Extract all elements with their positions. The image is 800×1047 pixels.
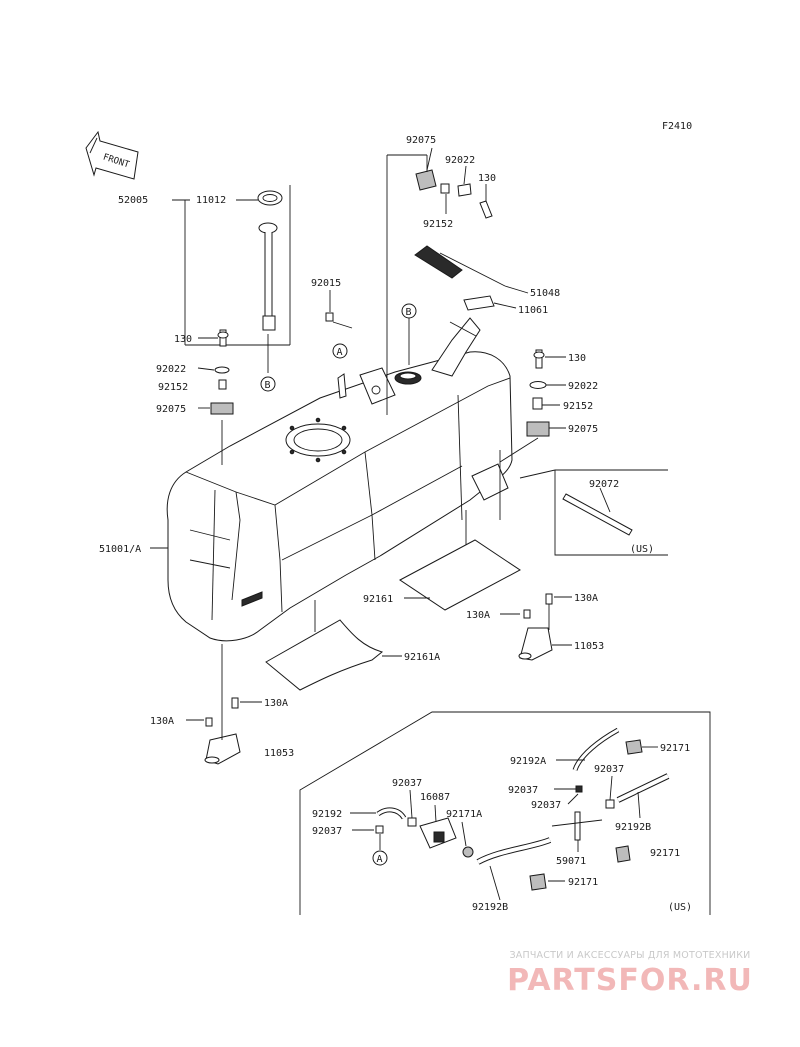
label-92171a: 92171A xyxy=(446,809,482,820)
part-labels: 52005 11012 92075 92022 130 92152 51048 … xyxy=(99,135,692,913)
grommet-92015 xyxy=(325,312,353,329)
label-92075-right: 92075 xyxy=(568,424,598,435)
label-92075-left: 92075 xyxy=(156,404,186,415)
label-92171-b: 92171 xyxy=(650,848,680,859)
label-130-left: 130 xyxy=(174,334,192,345)
svg-text:B: B xyxy=(265,380,271,391)
watermark: ЗАПЧАСТИ И АКСЕССУАРЫ ДЛЯ МОТОТЕХНИКИ PA… xyxy=(470,950,790,998)
label-130a-low2: 130A xyxy=(150,716,174,727)
label-51048: 51048 xyxy=(530,288,560,299)
label-92037-d: 92037 xyxy=(531,800,561,811)
label-92152: 92152 xyxy=(423,219,453,230)
label-92192b-low: 92192B xyxy=(472,902,508,913)
svg-text:A: A xyxy=(377,854,383,865)
callout-b-left: B xyxy=(260,376,276,392)
callout-b-top: B xyxy=(401,303,417,365)
label-16087: 16087 xyxy=(420,792,450,803)
label-92022: 92022 xyxy=(445,155,475,166)
label-130: 130 xyxy=(478,173,496,184)
label-92037-b: 92037 xyxy=(508,785,538,796)
label-92152-right: 92152 xyxy=(563,401,593,412)
label-11053-left: 11053 xyxy=(264,748,294,759)
label-51001-a: 51001/A xyxy=(99,544,141,555)
breather-tube xyxy=(414,245,506,311)
label-92152-left: 92152 xyxy=(158,382,188,393)
label-130-right: 130 xyxy=(568,353,586,364)
label-92192: 92192 xyxy=(312,809,342,820)
label-92037-c: 92037 xyxy=(594,764,624,775)
svg-text:B: B xyxy=(406,307,412,318)
fuel-level-sender xyxy=(172,185,291,373)
label-92161a: 92161A xyxy=(404,652,440,663)
leader-lines xyxy=(150,147,658,901)
label-92022-left: 92022 xyxy=(156,364,186,375)
label-92037-e: 92037 xyxy=(312,826,342,837)
fuel-tank xyxy=(166,317,513,642)
label-us-strap: (US) xyxy=(630,544,654,555)
label-92015: 92015 xyxy=(311,278,341,289)
left-mount-hardware xyxy=(210,329,234,465)
label-11012: 11012 xyxy=(196,195,226,206)
tank-pad-92161 xyxy=(399,510,521,611)
label-11061: 11061 xyxy=(518,305,548,316)
bracket-right-11053 xyxy=(518,593,553,661)
label-92171-a: 92171 xyxy=(660,743,690,754)
label-92072: 92072 xyxy=(589,479,619,490)
label-130a-mid2: 130A xyxy=(574,593,598,604)
top-mount-hardware xyxy=(386,154,493,415)
label-us-hoses: (US) xyxy=(668,902,692,913)
label-92192b-right: 92192B xyxy=(615,822,651,833)
label-130a-low: 130A xyxy=(264,698,288,709)
front-arrow-icon: FRONT xyxy=(85,130,139,180)
label-130a-mid: 130A xyxy=(466,610,490,621)
label-11053-right: 11053 xyxy=(574,641,604,652)
tank-pad-92161A xyxy=(265,600,384,691)
watermark-brand: PARTSFOR.RU xyxy=(507,963,753,998)
us-strap-inset xyxy=(519,469,668,556)
bracket-left-11053 xyxy=(204,644,241,765)
svg-text:A: A xyxy=(337,347,343,358)
label-92171-c: 92171 xyxy=(568,877,598,888)
callout-a-lower: A xyxy=(372,850,388,866)
right-mount-hardware xyxy=(499,349,550,463)
label-52005: 52005 xyxy=(118,195,148,206)
label-92075: 92075 xyxy=(406,135,436,146)
evap-hose-inset xyxy=(299,711,711,915)
label-92037-a: 92037 xyxy=(392,778,422,789)
label-92192a: 92192A xyxy=(510,756,546,767)
label-92161: 92161 xyxy=(363,594,393,605)
label-59071: 59071 xyxy=(556,856,586,867)
figure-code: F2410 xyxy=(662,121,692,132)
callout-a-top: A xyxy=(332,343,348,359)
label-92022-right: 92022 xyxy=(568,381,598,392)
watermark-tagline: ЗАПЧАСТИ И АКСЕССУАРЫ ДЛЯ МОТОТЕХНИКИ xyxy=(509,950,751,961)
